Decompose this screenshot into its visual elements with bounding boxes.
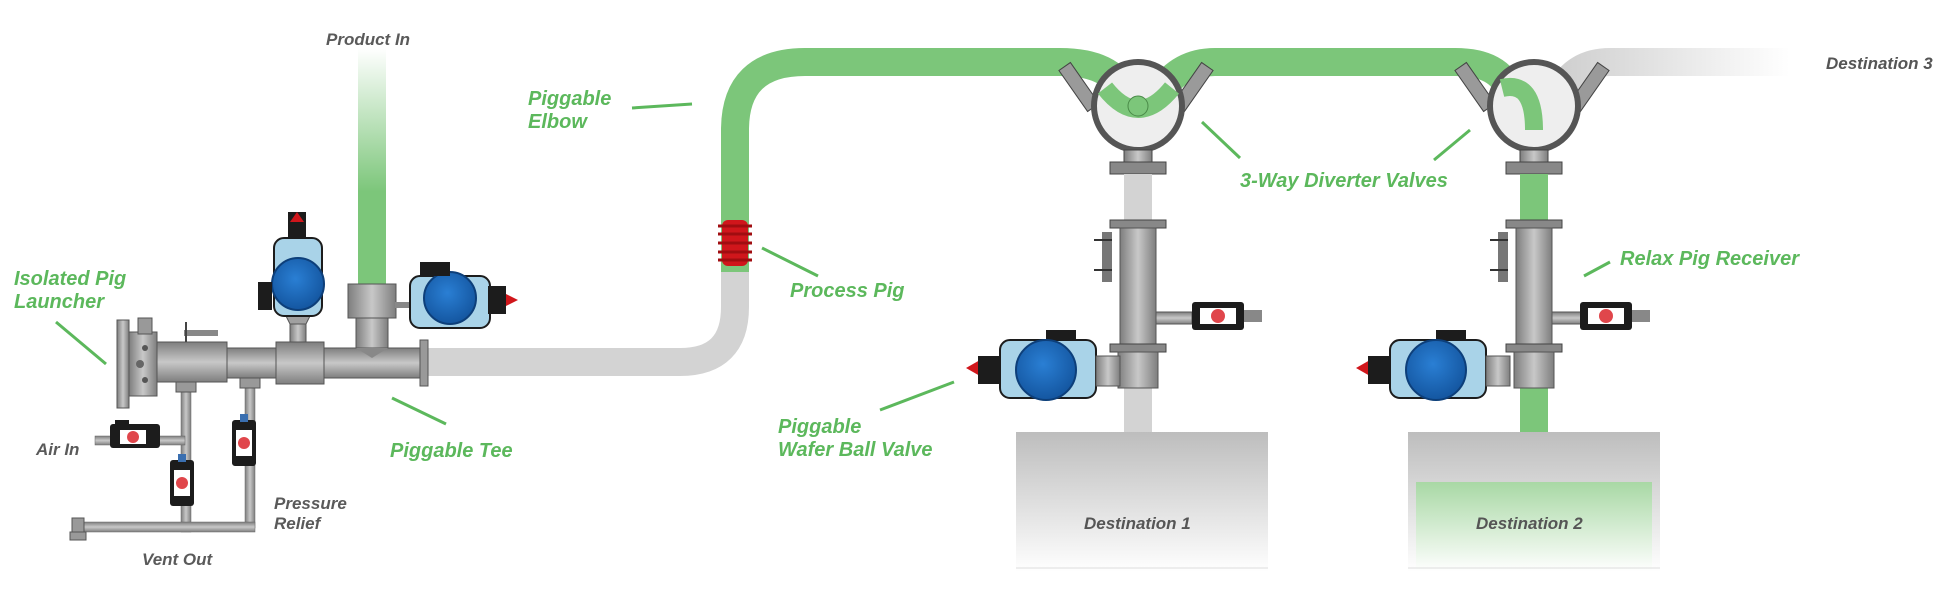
product-in-pipe (358, 48, 386, 288)
piggable-tee-label: Piggable Tee (390, 440, 513, 462)
wafer-valve-line2: Wafer Ball Valve (778, 439, 933, 461)
pig-receiver-2 (1490, 219, 1589, 389)
destination-2-label: Destination 2 (1476, 514, 1583, 533)
tank-icon (1016, 432, 1268, 572)
pressure-relief-label: Pressure Relief (274, 494, 347, 533)
diverter-link-pipe (1148, 48, 1524, 101)
process-pig-icon (718, 220, 752, 266)
isolated-launcher-line1: Isolated Pig (14, 268, 127, 290)
solenoid-valve-icon (1192, 302, 1262, 330)
pig-receiver-1 (1094, 219, 1193, 389)
process-pig-label: Process Pig (790, 280, 905, 302)
isolated-launcher-line2: Launcher (14, 291, 105, 313)
actuator-icon (258, 212, 325, 317)
vent-out-label: Vent Out (142, 550, 213, 569)
actuator-icon (395, 262, 518, 329)
piggable-elbow-pipe (721, 48, 1138, 272)
solenoid-valve-icon (1580, 302, 1650, 330)
isolated-pig-launcher-label: Isolated Pig Launcher (14, 268, 126, 314)
wafer-valve-line1: Piggable (778, 416, 862, 438)
piggable-elbow-label: Piggable Elbow (528, 88, 611, 134)
solenoid-valve-icon (170, 454, 194, 506)
main-grey-pipe (420, 270, 749, 376)
tank-2-contents (1416, 482, 1652, 572)
solenoid-valve-icon (110, 420, 160, 448)
destination-3-label: Destination 3 (1826, 54, 1933, 73)
diverter-valves-label: 3-Way Diverter Valves (1240, 170, 1448, 192)
pressure-relief-line1: Pressure (274, 494, 347, 513)
piggable-elbow-line2: Elbow (528, 111, 587, 133)
actuator-icon (966, 330, 1121, 401)
product-in-label: Product In (326, 30, 411, 49)
destination-1-label: Destination 1 (1084, 514, 1191, 533)
diverter-valve-icon (1058, 59, 1214, 175)
piggable-wafer-ball-valve-label: Piggable Wafer Ball Valve (778, 416, 933, 462)
pig-launcher-icon (69, 283, 429, 541)
pressure-relief-line2: Relief (274, 513, 321, 533)
relax-pig-receiver-label: Relax Pig Receiver (1620, 248, 1799, 270)
piggable-elbow-line1: Piggable (528, 88, 612, 110)
actuator-icon (1356, 330, 1511, 401)
leader-lines (55, 102, 1611, 426)
diverter-valve-icon (1454, 59, 1610, 175)
air-in-label: Air In (36, 440, 80, 459)
solenoid-valve-icon (232, 414, 256, 466)
